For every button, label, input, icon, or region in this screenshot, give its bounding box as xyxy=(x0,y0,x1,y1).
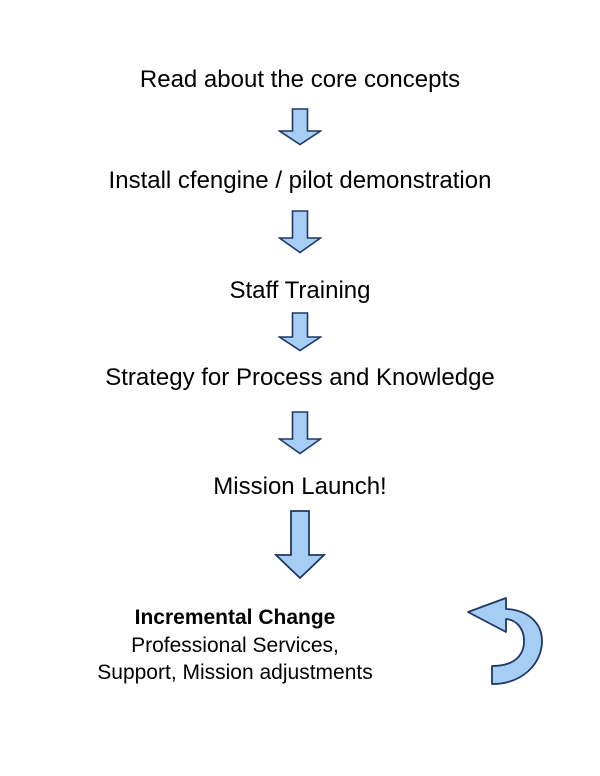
flow-step-mission-launch: Mission Launch! xyxy=(213,473,387,500)
down-arrow-icon xyxy=(0,411,600,455)
outcome-line-2: Support, Mission adjustments xyxy=(97,661,373,684)
circular-arrow-icon xyxy=(462,596,548,686)
flow-step-read-core-concepts: Read about the core concepts xyxy=(139,66,461,93)
outcome-line-1: Professional Services, xyxy=(131,634,339,657)
down-arrow-icon xyxy=(0,108,600,146)
flow-step-install-cfengine: Install cfengine / pilot demonstration xyxy=(108,167,492,194)
flow-step-strategy-process-knowledge: Strategy for Process and Knowledge xyxy=(105,364,495,391)
outcome-title: Incremental Change xyxy=(134,606,336,629)
down-arrow-icon xyxy=(0,210,600,254)
down-arrow-icon xyxy=(0,510,600,580)
outcome-block: Incremental Change Professional Services… xyxy=(0,603,470,686)
flow-step-staff-training: Staff Training xyxy=(229,277,371,304)
down-arrow-icon xyxy=(0,312,600,352)
